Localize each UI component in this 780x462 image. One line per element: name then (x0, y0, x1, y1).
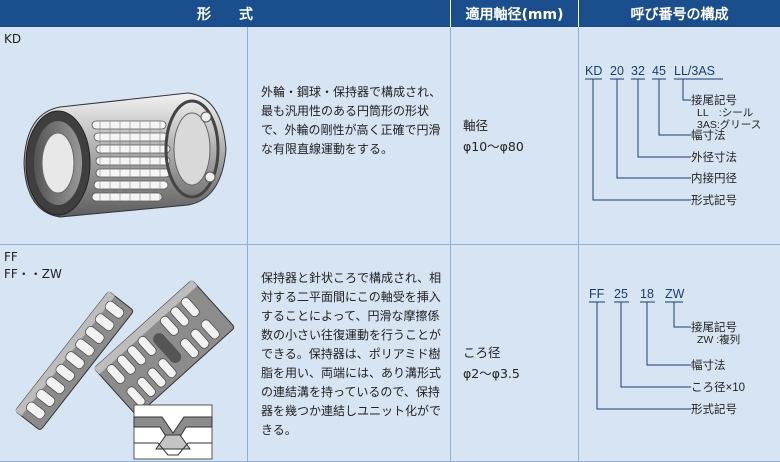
row1-shaft-label: 軸径 (463, 118, 489, 133)
row2-shaft-cell: ころ径 φ2〜φ3.5 (451, 245, 579, 462)
code-seg-32: 32 (631, 64, 645, 78)
code-seg-ff: FF (589, 287, 605, 301)
row1-desc-cell: 外輪・鋼球・保持器で構成され、最も汎用性のある円筒形の形状で、外輪の剛性が高く正… (248, 27, 451, 245)
svg-text:ころ径×10: ころ径×10 (691, 381, 745, 394)
ff-code-diagram: FF 25 18 ZW 接尾記号 ZW :複列 幅寸法 (589, 287, 745, 416)
row2-shaft: ころ径 φ2〜φ3.5 (463, 342, 520, 384)
row2-description: 保持器と針状ころで構成され、相対する二平面間にこの軸受を挿入することによって、円… (261, 271, 442, 437)
code-seg-zw: ZW (665, 287, 685, 301)
svg-text:接尾記号: 接尾記号 (691, 320, 737, 334)
row1-description: 外輪・鋼球・保持器で構成され、最も汎用性のある円筒形の形状で、外輪の剛性が高く正… (261, 85, 442, 156)
svg-text:3AS:グリース: 3AS:グリース (697, 118, 761, 131)
svg-text:幅寸法: 幅寸法 (691, 128, 726, 142)
svg-text:内接円径: 内接円径 (691, 171, 737, 185)
row2-code-cell: FF 25 18 ZW 接尾記号 ZW :複列 幅寸法 (579, 245, 780, 462)
svg-text:幅寸法: 幅寸法 (691, 358, 726, 372)
svg-text:形式記号: 形式記号 (691, 193, 737, 207)
svg-text:形式記号: 形式記号 (691, 402, 737, 416)
row1-form-name: KD (4, 32, 22, 46)
code-seg-suffix: LL/3AS (674, 64, 715, 78)
row2-shaft-range: φ2〜φ3.5 (463, 366, 520, 381)
code-seg-25: 25 (614, 287, 628, 301)
svg-text:接尾記号: 接尾記号 (691, 93, 737, 107)
svg-text:ZW :複列: ZW :複列 (697, 333, 740, 346)
header-shaft: 適用軸径(mm) (451, 0, 579, 27)
svg-text:外径寸法: 外径寸法 (691, 150, 737, 164)
row2-desc-cell: 保持器と針状ころで構成され、相対する二平面間にこの軸受を挿入することによって、円… (248, 245, 451, 462)
row1-code-cell: KD 20 32 45 LL/3AS 接尾記号 (579, 27, 780, 245)
ff-cage-illustration (15, 279, 235, 460)
row1-form-cell: KD (0, 27, 248, 245)
code-seg-kd: KD (585, 64, 602, 78)
code-seg-45: 45 (652, 64, 666, 78)
code-seg-20: 20 (610, 64, 624, 78)
row1-shaft-cell: 軸径 φ10〜φ80 (451, 27, 579, 245)
code-seg-18: 18 (640, 287, 654, 301)
svg-text:LL :シール: LL :シール (697, 107, 753, 119)
row1-shaft-range: φ10〜φ80 (463, 139, 524, 154)
header-form: 形 式 (0, 0, 451, 27)
row2-shaft-label: ころ径 (463, 345, 501, 360)
kd-bearing-illustration (23, 92, 227, 218)
row2-form-cell: FF FF・・ZW (0, 245, 248, 462)
kd-code-diagram: KD 20 32 45 LL/3AS 接尾記号 (585, 64, 761, 207)
row1-shaft: 軸径 φ10〜φ80 (463, 115, 524, 157)
header-code: 呼び番号の構成 (579, 0, 780, 27)
row2-form-name: FF FF・・ZW (4, 250, 62, 281)
